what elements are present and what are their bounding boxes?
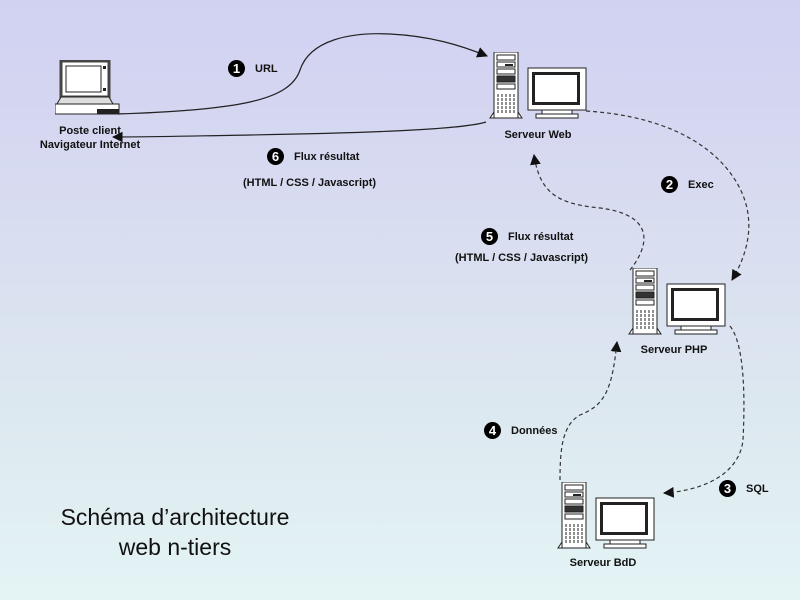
step-5: 5 Flux résultat <box>481 228 573 245</box>
step-number-badge: 4 <box>484 422 501 439</box>
server-workstation-icon <box>557 481 655 549</box>
diagram-title: Schéma d’architecture web n-tiers <box>30 502 320 562</box>
link-data <box>559 340 622 481</box>
step-number-badge: 2 <box>661 176 678 193</box>
step-label: Flux résultat <box>294 150 360 163</box>
step-number-badge: 3 <box>719 480 736 497</box>
step-3: 3 SQL <box>719 480 769 497</box>
step-label: Données <box>511 424 558 437</box>
step-6: 6 Flux résultat <box>267 148 359 165</box>
client-label-line1: Poste client <box>59 125 121 137</box>
laptop-icon <box>54 59 120 115</box>
node-web-label: Serveur Web <box>504 129 572 141</box>
step-1: 1 URL <box>228 60 278 77</box>
step-label: Flux résultat <box>508 230 574 243</box>
node-db-server <box>556 481 656 557</box>
client-label-line2: Navigateur Internet <box>39 139 141 151</box>
title-line1: Schéma d’architecture <box>60 504 290 530</box>
step-6-sublabel: (HTML / CSS / Javascript) <box>243 177 377 189</box>
link-url <box>117 33 489 115</box>
link-sql <box>662 325 745 498</box>
tower-icon <box>489 51 523 119</box>
step-label: Exec <box>688 178 714 191</box>
node-db-label: Serveur BdD <box>569 557 637 569</box>
step-number-badge: 5 <box>481 228 498 245</box>
step-5-sublabel: (HTML / CSS / Javascript) <box>455 252 589 264</box>
node-client-label: Poste client Navigateur Internet <box>35 124 145 152</box>
node-php-server <box>627 267 727 343</box>
server-workstation-icon <box>628 267 726 335</box>
server-workstation-icon <box>489 51 587 119</box>
link-result-to-web <box>530 153 645 271</box>
link-result-to-client <box>111 121 487 143</box>
step-2: 2 Exec <box>661 176 714 193</box>
step-number-badge: 6 <box>267 148 284 165</box>
step-4: 4 Données <box>484 422 557 439</box>
node-web-server <box>488 51 588 127</box>
monitor-icon <box>527 67 587 119</box>
tower-icon <box>628 267 662 335</box>
step-label: URL <box>255 62 278 75</box>
node-client <box>54 59 121 125</box>
monitor-icon <box>595 497 655 549</box>
step-number-badge: 1 <box>228 60 245 77</box>
monitor-icon <box>666 283 726 335</box>
title-line2: web n-tiers <box>118 534 232 560</box>
link-exec <box>585 110 750 281</box>
tower-icon <box>557 481 591 549</box>
step-label: SQL <box>746 482 769 495</box>
node-php-label: Serveur PHP <box>640 344 708 356</box>
